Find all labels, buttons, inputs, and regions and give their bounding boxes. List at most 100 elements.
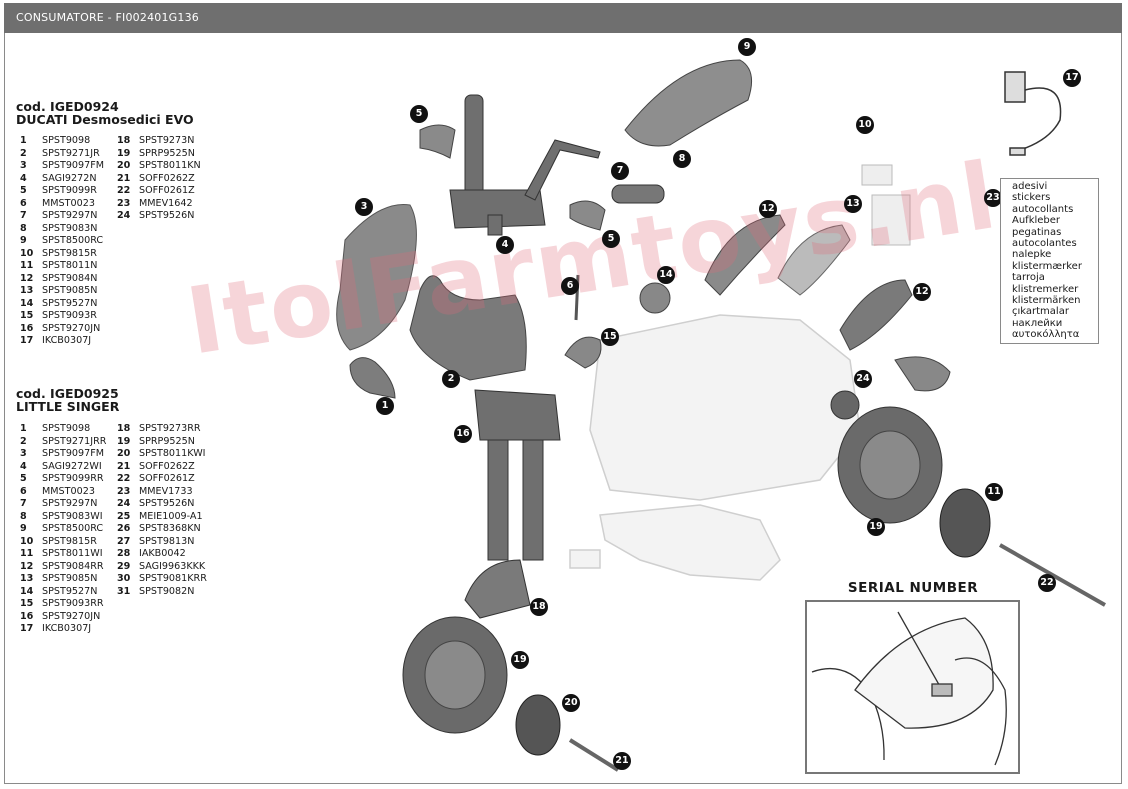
mudguard-part (464, 559, 531, 619)
part-code: SPST8011KN (139, 160, 201, 171)
part-code: SPST9297N (42, 498, 98, 509)
front-axle (568, 738, 620, 772)
part-code: SPST8368KN (139, 523, 201, 534)
part-row: 6 MMST0023 (20, 198, 104, 211)
body-part (409, 275, 527, 381)
part-number: 19 (117, 147, 131, 159)
part-number: 2 (20, 147, 27, 159)
callout-16: 16 (454, 425, 472, 443)
part-code: SPST9097FM (42, 448, 105, 459)
motor-part (894, 356, 951, 392)
callout-1: 1 (376, 397, 394, 415)
part-code: IAKB0042 (139, 548, 186, 559)
part-number: 27 (117, 535, 131, 547)
callout-5a: 5 (410, 105, 428, 123)
callout-9: 9 (738, 38, 756, 56)
part-number: 20 (117, 448, 131, 459)
sticker-language-label: autocollants (1012, 203, 1074, 215)
part-code: MMEV1642 (139, 197, 193, 209)
part-number: 16 (20, 322, 34, 334)
sticker-language-label: adesivi (1012, 181, 1048, 192)
part-code: SPST9081KRR (139, 573, 207, 584)
part-code: SPST8011WI (42, 548, 103, 559)
part-row: 26 SPST8368KN (117, 523, 207, 536)
front-rim (515, 694, 561, 756)
part-code: SPST9082N (139, 585, 195, 597)
callout-13: 13 (844, 195, 862, 213)
part-number: 4 (20, 172, 27, 184)
callout-23: 23 (984, 189, 1002, 207)
part-number: 12 (20, 560, 34, 572)
front-wheel-hub (424, 640, 486, 710)
part-code: SPST9093RR (42, 598, 104, 609)
part-code: SOFF0261Z (139, 473, 195, 484)
part-number: 25 (117, 510, 131, 522)
gear-part (830, 390, 860, 420)
side-cover-right (569, 200, 606, 231)
part-number: 24 (117, 210, 131, 221)
fairing-right (839, 279, 913, 351)
part-code: IKCB0307J (42, 335, 92, 346)
part-code: MMST0023 (42, 197, 95, 209)
sticker-language-label: tarroja (1012, 272, 1045, 284)
sticker-language-label: nalepke (1012, 249, 1052, 261)
part-code: SAGI9272WI (42, 460, 102, 472)
part-number: 19 (117, 435, 131, 447)
part-number: 1 (20, 423, 27, 434)
part-number: 13 (20, 285, 34, 296)
part-number: 14 (20, 585, 34, 597)
part-code: SPST8500RC (42, 235, 104, 246)
part-number: 26 (117, 523, 131, 534)
group-1-code: cod. IGED0924 (16, 99, 119, 114)
part-number: 6 (20, 197, 27, 209)
callout-17: 17 (1063, 69, 1081, 87)
part-number: 15 (20, 598, 34, 609)
part-code: SPST9099R (42, 185, 97, 196)
callout-10: 10 (856, 116, 874, 134)
part-code: MEIE1009-A1 (139, 510, 203, 522)
part-number: 9 (20, 235, 27, 246)
serial-number-box (805, 600, 1020, 774)
part-number: 11 (20, 548, 34, 559)
part-code: SPST9098 (42, 423, 91, 434)
part-number: 31 (117, 585, 131, 597)
side-cover-left (419, 124, 456, 159)
part-number: 10 (20, 535, 34, 547)
part-row: 9 SPST8500RC (20, 235, 104, 248)
part-row: 8 SPST9083WI (20, 511, 106, 524)
part-number: 8 (20, 510, 27, 522)
part-code: SPST9526N (139, 498, 195, 509)
rear-rim (939, 488, 991, 558)
part-code: SPST9083WI (42, 510, 103, 522)
callout-22: 22 (1038, 574, 1056, 592)
callout-7: 7 (611, 162, 629, 180)
callout-12b: 12 (913, 283, 931, 301)
part-number: 30 (117, 573, 131, 584)
part-number: 12 (20, 272, 34, 284)
fairing-left (704, 214, 786, 296)
callout-8: 8 (673, 150, 691, 168)
part-code: SPST9273N (139, 135, 195, 146)
callout-5b: 5 (602, 230, 620, 248)
sticker-language-label: autocolantes (1012, 238, 1077, 250)
sticker-language-label: pegatinas (1012, 226, 1062, 238)
chassis-outline (569, 314, 861, 581)
part-row: 1 SPST9098 (20, 423, 106, 436)
